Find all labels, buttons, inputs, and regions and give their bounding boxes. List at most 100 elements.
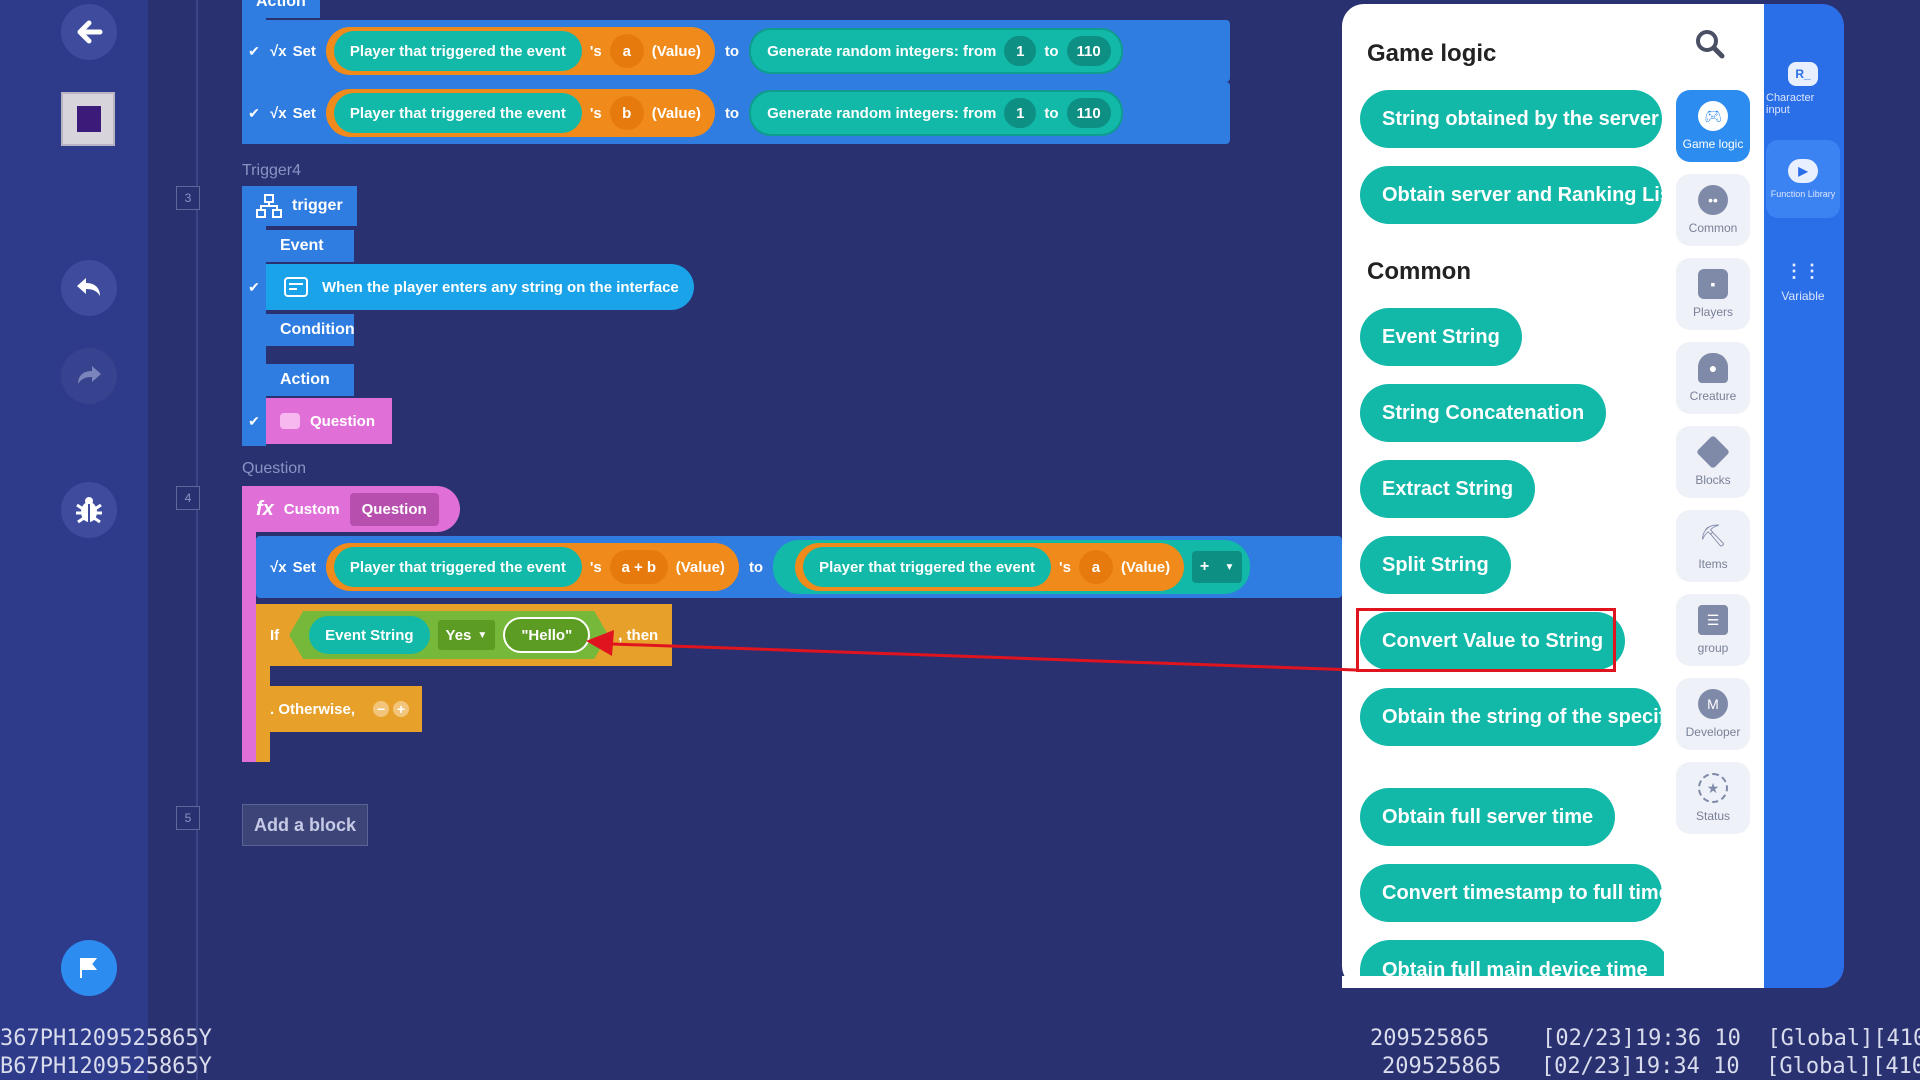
star-icon: ★ bbox=[1698, 773, 1728, 803]
undo-button[interactable] bbox=[61, 260, 117, 316]
hello-string-input[interactable]: "Hello" bbox=[503, 617, 590, 653]
variable-ref[interactable]: Player that triggered the event 's b (Va… bbox=[325, 89, 715, 137]
category-label: Blocks bbox=[1695, 473, 1731, 487]
search-button[interactable] bbox=[1694, 28, 1726, 65]
palette-item[interactable]: Obtain full server time bbox=[1360, 788, 1616, 846]
palette-item-convert-value-to-string[interactable]: Convert Value to String bbox=[1360, 612, 1626, 670]
category-label: Creature bbox=[1689, 389, 1737, 403]
plus-icon[interactable]: + bbox=[393, 701, 410, 717]
category-players[interactable]: ▪ Players bbox=[1676, 258, 1750, 330]
palette-item[interactable]: Convert timestamp to full time bbox=[1360, 864, 1662, 922]
event-text: When the player enters any string on the… bbox=[322, 278, 679, 296]
category-group[interactable]: ☰ group bbox=[1676, 594, 1750, 666]
category-creature[interactable]: ● Creature bbox=[1676, 342, 1750, 414]
event-label: Event bbox=[266, 230, 354, 262]
player-chip[interactable]: Player that triggered the event bbox=[333, 31, 582, 71]
operator-dropdown[interactable]: + ▼ bbox=[1192, 551, 1243, 583]
function-header[interactable]: fx Custom Question bbox=[242, 486, 460, 532]
to-label: to bbox=[1044, 104, 1059, 122]
palette-item[interactable]: String obtained by the server bbox=[1360, 90, 1662, 148]
random-generator[interactable]: Generate random integers: from 1 to 110 bbox=[749, 28, 1123, 74]
minus-icon[interactable]: − bbox=[373, 701, 390, 717]
add-block-button[interactable]: Add a block bbox=[242, 804, 368, 846]
palette-item[interactable]: Obtain the string of the specifie bbox=[1360, 688, 1662, 746]
check-icon[interactable]: ✔ bbox=[242, 82, 266, 144]
variable-ref[interactable]: Player that triggered the event 's a (Va… bbox=[795, 543, 1185, 591]
event-string-chip[interactable]: Event String bbox=[309, 616, 429, 654]
player-chip[interactable]: Player that triggered the event bbox=[803, 547, 1052, 587]
player-chip[interactable]: Player that triggered the event bbox=[333, 93, 582, 133]
action-label: Action bbox=[242, 0, 320, 18]
redo-icon bbox=[78, 366, 101, 384]
redo-button[interactable] bbox=[61, 348, 117, 404]
check-icon[interactable]: ✔ bbox=[242, 404, 266, 438]
max-value[interactable]: 110 bbox=[1066, 36, 1111, 66]
category-developer[interactable]: M Developer bbox=[1676, 678, 1750, 750]
otherwise-block[interactable]: . Otherwise, − + bbox=[266, 686, 422, 732]
category-game-logic[interactable]: 🎮︎ Game logic bbox=[1676, 90, 1750, 162]
palette-item[interactable]: Event String bbox=[1360, 308, 1522, 366]
generator-label: Generate random integers: from bbox=[767, 42, 997, 60]
bug-icon bbox=[76, 497, 102, 524]
var-chip[interactable]: a bbox=[1078, 550, 1113, 584]
set-icon: √x bbox=[270, 558, 287, 576]
category-status[interactable]: ★ Status bbox=[1676, 762, 1750, 834]
from-value[interactable]: 1 bbox=[1004, 36, 1037, 66]
grid-icon: ⋮⋮ bbox=[1785, 260, 1821, 281]
random-generator[interactable]: Generate random integers: from 1 to 110 bbox=[749, 90, 1123, 136]
tab-function-library[interactable]: ▶ Function Library bbox=[1766, 140, 1840, 218]
tab-variable[interactable]: ⋮⋮ Variable bbox=[1766, 242, 1840, 320]
category-label: Items bbox=[1698, 557, 1728, 571]
debug-button[interactable] bbox=[61, 482, 117, 538]
otherwise-label: . Otherwise, bbox=[270, 700, 356, 718]
palette-section-title: Game logic bbox=[1367, 40, 1497, 67]
var-chip[interactable]: a + b bbox=[609, 550, 668, 584]
interface-input-icon bbox=[284, 277, 308, 297]
question-section-title: Question bbox=[242, 460, 307, 477]
check-icon[interactable]: ✔ bbox=[242, 20, 266, 82]
palette-item[interactable]: Obtain server and Ranking List bbox=[1360, 166, 1662, 224]
max-value[interactable]: 110 bbox=[1066, 98, 1111, 128]
map-thumbnail[interactable] bbox=[61, 92, 115, 146]
tab-label: Function Library bbox=[1770, 189, 1836, 199]
action-label: Action bbox=[266, 364, 354, 396]
tab-character-input[interactable]: R_ Character input bbox=[1766, 50, 1840, 128]
var-chip[interactable]: b bbox=[609, 96, 644, 130]
variable-ref[interactable]: Player that triggered the event 's a (Va… bbox=[325, 27, 715, 75]
trigger-header[interactable]: trigger bbox=[242, 186, 357, 226]
palette-item[interactable]: Split String bbox=[1360, 536, 1511, 594]
category-items[interactable]: ⛏ Items bbox=[1676, 510, 1750, 582]
player-chip[interactable]: Player that triggered the event bbox=[333, 547, 582, 587]
if-block[interactable]: If Event String Yes ▼ "Hello" , then bbox=[256, 604, 672, 666]
back-button[interactable] bbox=[61, 4, 117, 60]
from-value[interactable]: 1 bbox=[1004, 98, 1037, 128]
function-name[interactable]: Question bbox=[349, 492, 439, 526]
debug-text: 209525865 [02/23]19:34 10 [Global][410]1… bbox=[1382, 1054, 1920, 1079]
event-block[interactable]: When the player enters any string on the… bbox=[266, 264, 694, 310]
variable-ref[interactable]: Player that triggered the event 's a + b… bbox=[325, 543, 739, 591]
check-icon[interactable]: ✔ bbox=[242, 270, 266, 304]
line-number: 5 bbox=[176, 806, 200, 830]
palette-item[interactable]: Extract String bbox=[1360, 460, 1536, 518]
highlight-box bbox=[1356, 608, 1616, 672]
category-common[interactable]: •• Common bbox=[1676, 174, 1750, 246]
operator-value: + bbox=[1199, 558, 1210, 575]
math-expression[interactable]: Player that triggered the event 's a (Va… bbox=[773, 540, 1251, 594]
line-number: 4 bbox=[176, 486, 200, 510]
var-chip[interactable]: a bbox=[609, 34, 644, 68]
palette-item[interactable]: String Concatenation bbox=[1360, 384, 1607, 442]
category-blocks[interactable]: Blocks bbox=[1676, 426, 1750, 498]
left-toolbar bbox=[0, 0, 148, 1080]
to-label: to bbox=[724, 42, 740, 60]
run-button[interactable] bbox=[61, 940, 117, 996]
compare-dropdown[interactable]: Yes ▼ bbox=[438, 620, 496, 650]
compare-block[interactable]: Event String Yes ▼ "Hello" bbox=[289, 611, 608, 659]
possessive: 's bbox=[589, 104, 602, 122]
question-call-block[interactable]: Question bbox=[266, 398, 392, 444]
category-label: Players bbox=[1692, 305, 1733, 319]
search-icon bbox=[1696, 30, 1725, 59]
function-icon bbox=[280, 413, 300, 429]
